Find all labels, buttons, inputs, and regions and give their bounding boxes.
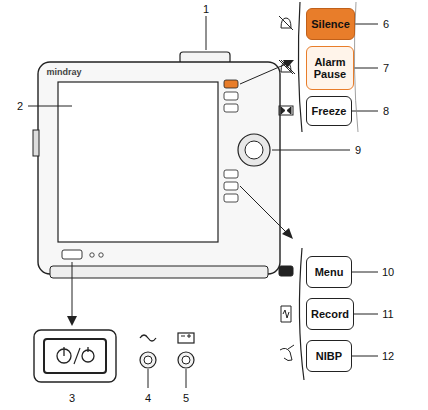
- menu-button: Menu: [306, 256, 352, 288]
- freeze-button: Freeze: [306, 96, 352, 126]
- callout-number: 9: [354, 144, 362, 156]
- nibp-button: NIBP: [306, 340, 352, 372]
- alarm-pause-button: Alarm Pause: [306, 46, 354, 90]
- button-label: Alarm Pause: [310, 56, 350, 80]
- silence-button: Silence: [306, 8, 355, 40]
- callout-number: 2: [16, 100, 24, 112]
- callout-number: 1: [202, 3, 210, 15]
- button-label: Freeze: [312, 105, 347, 117]
- button-label: NIBP: [316, 350, 342, 362]
- callout-number: 5: [182, 392, 190, 404]
- brand-name: mindray: [45, 67, 82, 77]
- callout-number: 8: [382, 105, 390, 117]
- button-label: Menu: [315, 266, 344, 278]
- callout-number: 3: [68, 392, 76, 404]
- button-label: Record: [311, 308, 349, 320]
- button-label: Silence: [311, 18, 350, 30]
- callout-number: 4: [144, 392, 152, 404]
- callout-number: 12: [381, 350, 395, 362]
- callout-number: 6: [382, 18, 390, 30]
- callout-number: 10: [381, 266, 395, 278]
- callout-number: 11: [381, 308, 394, 320]
- record-button: Record: [306, 298, 354, 330]
- callout-number: 7: [382, 62, 390, 74]
